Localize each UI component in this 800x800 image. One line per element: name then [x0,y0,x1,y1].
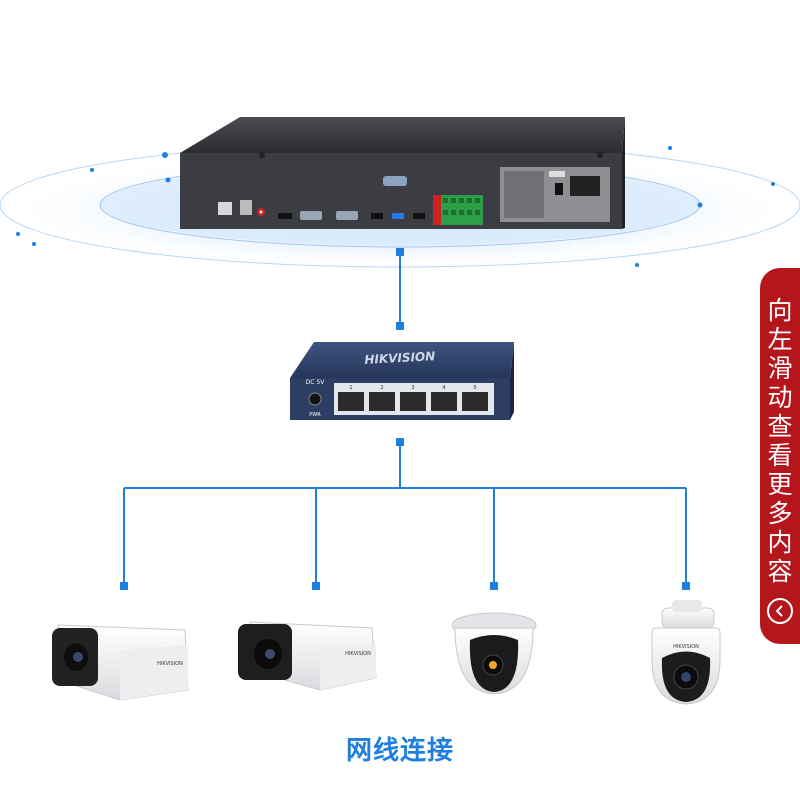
switch-port-3: 3 [411,385,414,391]
network-cable-lines [123,252,687,586]
dome-camera-icon [451,612,537,695]
switch-port-5: 5 [473,385,476,391]
camera-brand-label: HIKVISION [157,661,183,667]
switch-pwr-label: PWR [309,412,321,418]
camera-brand-label: HIKVISION [673,644,699,650]
chevron-left-icon[interactable] [767,598,793,624]
swipe-left-hint-tab[interactable]: 向左滑动查看更多内容 [760,268,800,644]
bullet-camera-icon: HIKVISION [52,624,189,701]
switch-dc-label: DC 5V [306,379,326,386]
switch-port-4: 4 [442,385,445,391]
connector-nodes [120,248,690,590]
switch-brand-label: HIKVISION [364,349,436,367]
switch-port-2: 2 [380,385,383,391]
camera-brand-label: HIKVISION [345,651,371,657]
nvr-recorder-icon [180,117,625,229]
switch-port-1: 1 [349,385,352,391]
poe-switch-icon: HIKVISION DC 5V PWR 1 2 3 4 5 [290,342,514,420]
ptz-camera-icon: HIKVISION [651,600,721,705]
diagram-caption: 网线连接 [345,736,454,766]
swipe-hint-label: 向左滑动查看更多内容 [767,296,793,586]
bullet-camera-icon: HIKVISION [238,621,377,691]
